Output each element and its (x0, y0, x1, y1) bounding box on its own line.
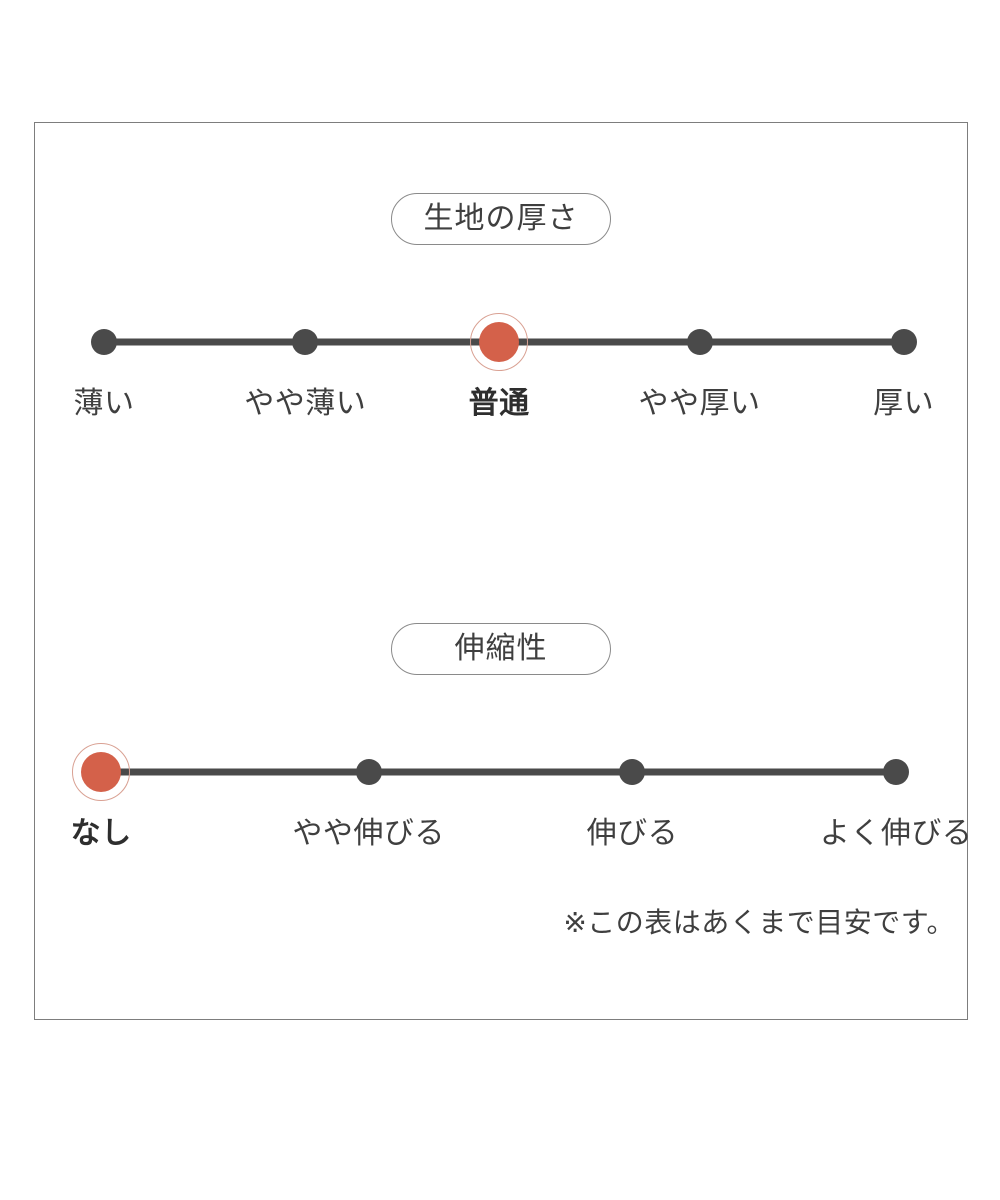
scale-labels-thickness: 薄い やや薄い 普通 やや厚い 厚い (35, 387, 967, 433)
scale-dot-stretch-3[interactable] (883, 759, 910, 785)
scale-label-thickness-0: 薄い (73, 387, 135, 420)
scale-dot-ring-stretch (72, 743, 131, 801)
scale-dot-stretch-2[interactable] (619, 759, 646, 785)
section-title-label-stretch: 伸縮性 (454, 632, 548, 665)
scale-track-stretch[interactable] (35, 743, 967, 801)
scale-label-stretch-2: 伸びる (586, 817, 679, 850)
scale-dot-thickness-4[interactable] (890, 329, 917, 355)
spec-frame: 生地の厚さ 薄い やや薄い 普通 やや厚い 厚い 伸縮性 なし やや伸びる 伸びる よく伸びる… (34, 122, 972, 1020)
scale-label-thickness-2: 普通 (468, 387, 530, 420)
scale-label-thickness-4: 厚い (873, 387, 935, 420)
scale-dot-stretch-1[interactable] (355, 759, 382, 785)
pill-wrap-thickness: 生地の厚さ (35, 193, 967, 245)
scale-labels-stretch: なし やや伸びる 伸びる よく伸びる (35, 817, 972, 863)
scale-dot-ring-thickness (470, 313, 529, 371)
section-title-pill-thickness: 生地の厚さ (391, 193, 611, 245)
scale-dot-stretch-0[interactable] (81, 752, 122, 792)
scale-label-stretch-3: よく伸びる (819, 817, 973, 850)
scale-label-stretch-0: なし (70, 817, 132, 850)
section-fabric-stretch: 伸縮性 なし やや伸びる 伸びる よく伸びる (35, 623, 972, 863)
scale-label-thickness-3: やや厚い (638, 387, 761, 420)
scale-line (101, 768, 897, 776)
scale-label-stretch-1: やや伸びる (292, 817, 445, 850)
scale-dot-thickness-1[interactable] (292, 329, 319, 355)
section-title-label-thickness: 生地の厚さ (423, 202, 579, 235)
pill-wrap-stretch: 伸縮性 (35, 623, 967, 675)
scale-label-thickness-1: やや薄い (244, 387, 367, 420)
footnote-text: ※この表はあくまで目安です。 (563, 907, 955, 938)
scale-track-thickness[interactable] (35, 313, 967, 371)
section-title-pill-stretch: 伸縮性 (391, 623, 611, 675)
scale-dot-thickness-3[interactable] (686, 329, 713, 355)
scale-dot-thickness-0[interactable] (90, 329, 117, 355)
scale-dot-thickness-2[interactable] (479, 322, 520, 362)
section-fabric-thickness: 生地の厚さ 薄い やや薄い 普通 やや厚い 厚い (35, 193, 967, 433)
